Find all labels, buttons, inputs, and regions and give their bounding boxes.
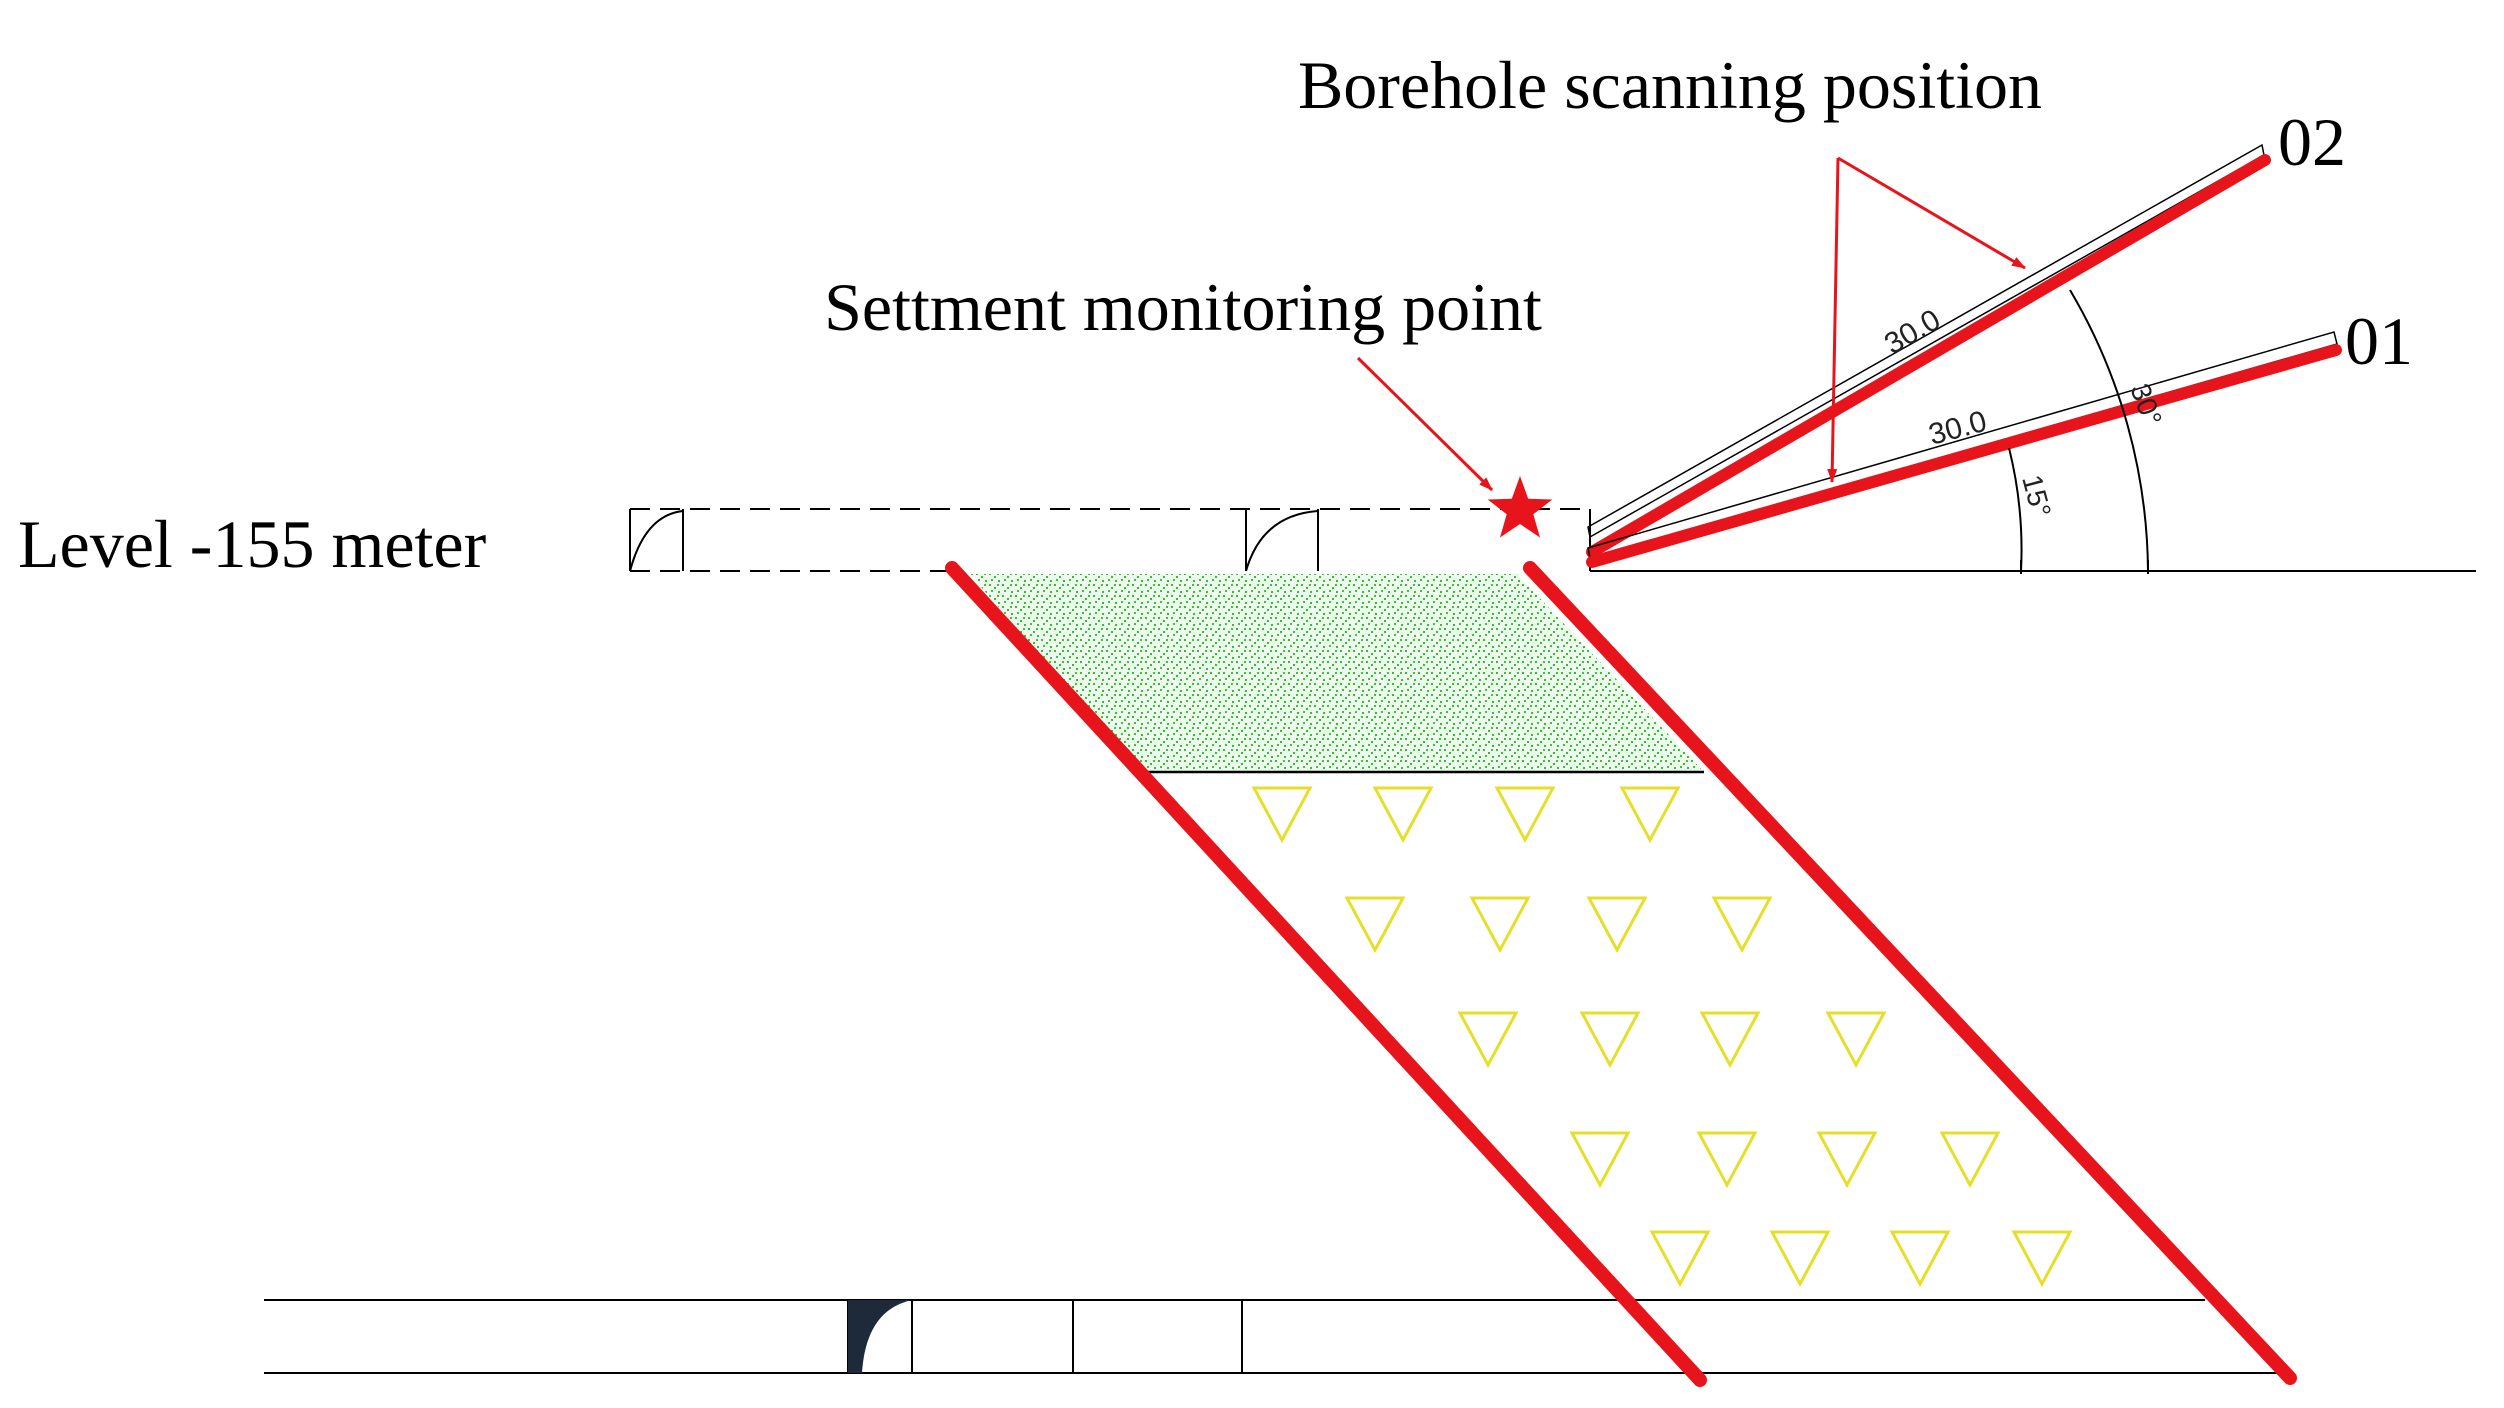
inverted-triangle-icon	[1696, 1131, 1758, 1189]
inverted-triangle-icon	[1579, 1011, 1641, 1069]
inverted-triangle-icon	[1619, 786, 1681, 844]
star-icon	[1487, 476, 1553, 538]
support-symbol	[629, 509, 684, 572]
inverted-triangle-icon	[1569, 1131, 1631, 1189]
inverted-triangle-icon	[1344, 896, 1406, 954]
settlement-monitoring-label: Settment monitoring point	[824, 269, 1542, 345]
angle-arc-15	[2008, 447, 2023, 572]
angle-30-label: 30°	[2124, 379, 2168, 429]
support-symbol-filled	[847, 1300, 913, 1373]
angle-15-label: 15°	[2016, 472, 2057, 521]
borehole-01-label: 01	[2345, 303, 2413, 379]
borehole-scanning-label: Borehole scanning position	[1298, 47, 2042, 123]
inverted-triangle-icon	[1494, 786, 1556, 844]
filled-zone-tint	[970, 574, 1704, 772]
inverted-triangle-icon	[1769, 1230, 1831, 1288]
borehole-02-line	[1586, 154, 2271, 558]
borehole-02-pointer-arrow	[1837, 156, 2026, 270]
orebody-footwall-boundary	[1523, 561, 2297, 1385]
filled-zone	[970, 574, 1704, 772]
borehole-01-pointer-arrow	[1827, 157, 1840, 483]
borehole-01	[1586, 331, 2342, 568]
level-label: Level -155 meter	[18, 506, 487, 582]
orebody-hanging-wall-boundary	[945, 561, 1707, 1387]
borehole-01-outline	[1587, 331, 2338, 559]
inverted-triangle-icon	[1699, 1011, 1761, 1069]
inverted-triangle-icon	[1889, 1230, 1951, 1288]
angle-arc-30	[2069, 289, 2149, 572]
inverted-triangle-icon	[1469, 896, 1531, 954]
borehole-02	[1586, 143, 2271, 558]
borehole-01-length-label: 30.0	[1925, 405, 1990, 452]
inverted-triangle-icon	[1939, 1131, 2001, 1189]
inverted-triangle-icon	[1372, 786, 1434, 844]
inverted-triangle-icon	[1816, 1131, 1878, 1189]
borehole-02-label: 02	[2278, 104, 2346, 180]
caved-rock-zone	[1251, 786, 2073, 1288]
upper-drift	[629, 508, 2476, 572]
inverted-triangle-icon	[1825, 1011, 1887, 1069]
lower-drift	[264, 1299, 2290, 1374]
inverted-triangle-icon	[1251, 786, 1313, 844]
inverted-triangle-icon	[1649, 1230, 1711, 1288]
inverted-triangle-icon	[2011, 1230, 2073, 1288]
support-symbol	[1245, 509, 1319, 572]
inverted-triangle-icon	[1711, 896, 1773, 954]
settlement-pointer-arrow	[1356, 356, 1494, 492]
inverted-triangle-icon	[1457, 1011, 1519, 1069]
inverted-triangle-icon	[1586, 896, 1648, 954]
borehole-01-line	[1586, 344, 2342, 568]
